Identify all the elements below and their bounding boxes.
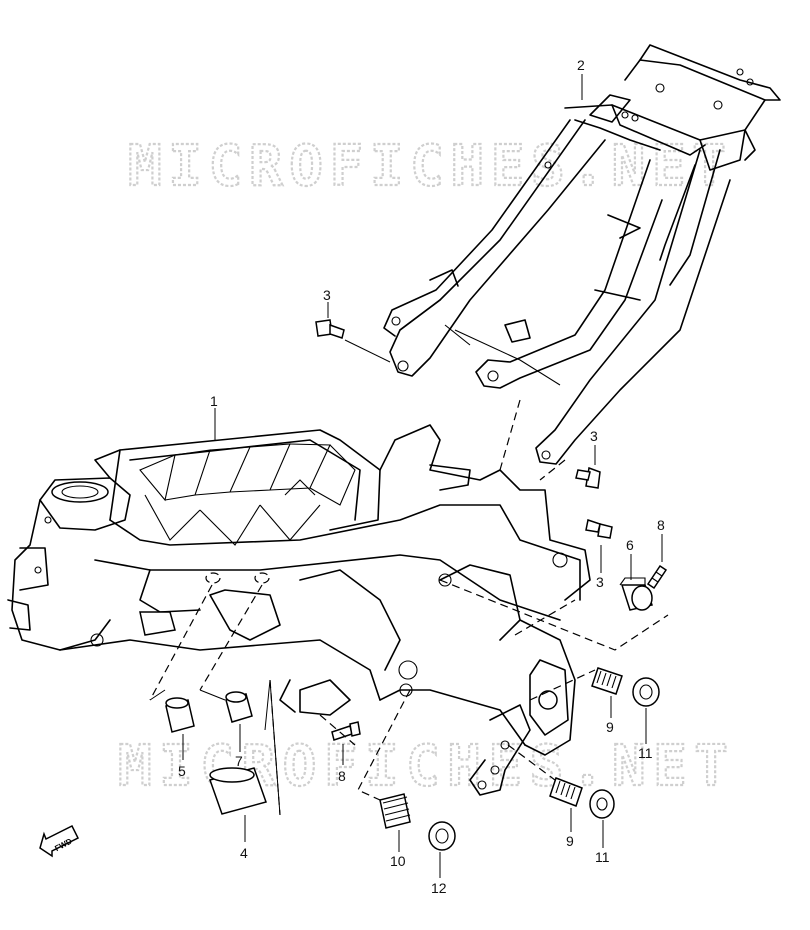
spacer-4 (209, 767, 267, 815)
seat-rail-subframe (383, 44, 781, 465)
callout-2: 2 (577, 57, 585, 73)
callout-11-lower: 11 (595, 849, 610, 865)
callout-7: 7 (235, 753, 243, 769)
nut-12 (428, 821, 456, 851)
callout-3-right-top: 3 (590, 428, 598, 444)
callout-11-upper: 11 (638, 745, 653, 761)
callout-9-upper: 9 (606, 719, 614, 735)
fwd-arrow-icon: FWD (39, 824, 80, 858)
bolt-8-right (646, 564, 668, 590)
spacer-7 (225, 691, 253, 723)
watermark-top: MICROFICHES.NET (128, 134, 728, 199)
callout-8-right: 8 (657, 517, 665, 533)
spacer-5 (165, 697, 195, 733)
callout-6: 6 (626, 537, 634, 553)
watermark-bottom: MICROFICHES.NET (118, 734, 730, 799)
callout-3-upper: 3 (323, 287, 331, 303)
adjuster-10 (379, 793, 411, 829)
adjuster-9-lower (549, 777, 583, 807)
callout-8-lower: 8 (338, 768, 346, 784)
callout-5: 5 (178, 763, 186, 779)
nut-11-upper (632, 677, 660, 707)
callout-4: 4 (240, 845, 248, 861)
callout-12: 12 (431, 880, 447, 896)
assembly-lines (149, 399, 669, 816)
callout-10: 10 (390, 853, 406, 869)
callout-3-right-lower: 3 (596, 574, 604, 590)
adjuster-9-upper (591, 667, 623, 695)
callouts: 2 1 3 3 3 6 8 5 7 4 8 9 11 9 11 10 12 (178, 57, 665, 896)
bolt-3-right-lower (585, 519, 613, 539)
callout-9-lower: 9 (566, 833, 574, 849)
leader-lines (149, 74, 663, 878)
bolt-8-lower (331, 721, 361, 741)
bolt-3-upper-left (315, 319, 345, 339)
main-frame (7, 424, 591, 796)
cushion-6 (619, 577, 653, 611)
nut-11-lower (589, 789, 615, 819)
callout-1: 1 (210, 393, 218, 409)
bolt-3-right-top (575, 466, 601, 489)
